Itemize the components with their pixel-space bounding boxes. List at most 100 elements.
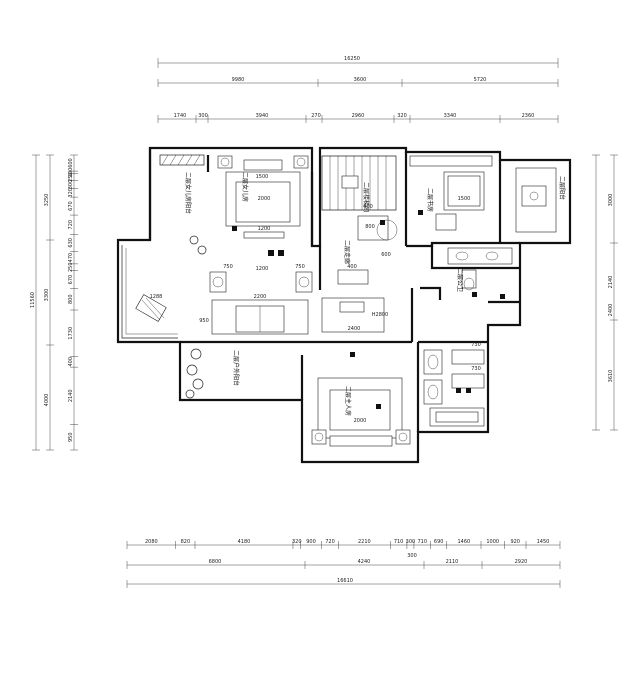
dim-left-total: 11560: [30, 292, 36, 308]
room-study: 二层书房: [426, 188, 434, 212]
dim-left-outer-3: 4000: [44, 394, 50, 407]
dim-bottom-detail-4: 900: [306, 539, 316, 545]
dim-left-inner-5: 670: [68, 201, 74, 211]
dim-top-d5: 2960: [352, 113, 365, 119]
chair-w-a: 750: [223, 264, 233, 270]
dim-top-d1: 1740: [174, 113, 187, 119]
dim-left-inner-6: 720: [68, 220, 74, 230]
dim-600a: 600: [381, 252, 391, 258]
dim-left-inner-3: 300: [68, 180, 74, 190]
master-bed: 2000: [311, 377, 411, 447]
plants: [185, 235, 207, 399]
room-daughter-balcony: 二层女儿房阳台: [184, 172, 192, 214]
dim-top-d2: 300: [198, 113, 208, 119]
exterior-walls: [116, 146, 572, 464]
cabinet-width-b: 2400: [348, 326, 361, 332]
dim-top-total: 16250: [344, 56, 360, 62]
dim-bottom-detail-5: 720: [325, 539, 335, 545]
dim-left-inner-1: 100: [68, 168, 74, 178]
dim-bottom-detail-11: 1460: [458, 539, 471, 545]
dim-bottom-detail-7: 710: [394, 539, 404, 545]
dim-bottom-detail-3: 320: [292, 539, 302, 545]
master-bath-fixtures: 730 730: [423, 342, 485, 427]
room-stair: 二层楼梯间: [362, 182, 370, 212]
staircase: [329, 156, 387, 210]
dim-left-inner-4: 320: [68, 188, 74, 198]
dim-top-d4: 270: [311, 113, 321, 119]
dim-left-inner-15: 950: [68, 432, 74, 442]
dim-left-inner-14: 2140: [68, 389, 74, 402]
room-public-bath: 二层公卫: [456, 268, 463, 292]
tv-width-b: 1200: [256, 266, 269, 272]
dim-top-d8: 2360: [522, 113, 535, 119]
dim-bottom-mid-5: 2920: [515, 559, 528, 565]
ceiling-height: H2800: [372, 312, 388, 318]
left-dimension-chain: 11560 3250 3300 4000 6001002503003206707…: [30, 154, 78, 451]
top-dimension-chain: 16250 9980 3600 5720 1740 300 3940 270 2…: [157, 56, 559, 123]
room-daughter-bed: 二层女儿房: [241, 172, 249, 202]
dim-left-inner-2: 250: [68, 172, 74, 182]
dim-top-d7: 3340: [444, 113, 457, 119]
dim-left-inner-7: 630: [68, 238, 74, 248]
cabinet-width-a: 2200: [254, 294, 267, 300]
dim-bottom-total: 16610: [337, 578, 353, 584]
room-sun-balcony: 二层户外阳台: [232, 350, 240, 386]
dim-bottom-detail-6: 2210: [358, 539, 371, 545]
master-bed-size: 2000: [354, 418, 367, 424]
dim-bottom-mid-2: 300: [407, 553, 417, 559]
study-furniture: 750 750 1200 2200 950: [199, 264, 313, 335]
balcony-railing: [121, 154, 205, 339]
public-bath-fixtures: [447, 247, 513, 291]
dim-400: 400: [347, 264, 357, 270]
dim-left-inner-0: 600: [68, 158, 74, 168]
room-labels: 二层女儿房 二层女儿房阳台 二层楼梯间 二层走廊 二层书房 二层阳台 二层公卫 …: [184, 172, 566, 416]
corridor-cabinet: 2400 400 800 600: [321, 215, 398, 333]
dim-top-mid-2: 3600: [354, 77, 367, 83]
dim-bottom-detail-0: 2080: [145, 539, 158, 545]
desk-w: 1500: [458, 196, 471, 202]
dim-left-inner-10: 670: [68, 275, 74, 285]
dim-bottom-detail-2: 4180: [238, 539, 251, 545]
dim-right-1: 3000: [608, 194, 614, 207]
study-room-furniture: 1500: [409, 155, 557, 233]
dim-top-mid-3: 5720: [474, 77, 487, 83]
bed-width-a: 1500: [256, 174, 269, 180]
dim-800: 800: [365, 224, 375, 230]
dim-top-mid-1: 9980: [232, 77, 245, 83]
dim-730b: 730: [471, 366, 481, 372]
room-master-bed: 二层主人房: [344, 386, 352, 416]
room-corridor: 二层走廊: [343, 240, 351, 264]
dim-bottom-detail-13: 920: [510, 539, 520, 545]
dim-950: 950: [199, 318, 209, 324]
dim-top-d3: 3940: [256, 113, 269, 119]
dim-bottom-detail-10: 690: [434, 539, 444, 545]
right-dimension-chain: 3000 2140 2400 3610: [592, 154, 618, 431]
dim-left-inner-13: 400: [68, 357, 74, 367]
dim-left-inner-8: 470: [68, 253, 74, 263]
room-study-balcony: 二层阳台: [558, 176, 566, 200]
section-markers: [232, 210, 505, 409]
lounge-chair: 1288: [135, 294, 167, 322]
dim-bottom-mid-4: 2110: [446, 559, 459, 565]
lounge-size: 1288: [150, 294, 163, 300]
dim-bottom-mid-1: 6800: [209, 559, 222, 565]
dim-bottom-detail-1: 820: [181, 539, 191, 545]
dim-bottom-detail-9: 710: [417, 539, 427, 545]
dim-right-2: 2140: [608, 276, 614, 289]
dim-left-outer-1: 3250: [44, 194, 50, 207]
dim-730a: 730: [471, 342, 481, 348]
bed-length-a: 2000: [258, 196, 271, 202]
dim-top-d6: 320: [397, 113, 407, 119]
dim-left-inner-12: 1730: [68, 327, 74, 340]
chair-w-b: 750: [295, 264, 305, 270]
dim-bottom-detail-8: 300: [406, 539, 416, 545]
tv-width-a: 1200: [258, 226, 271, 232]
dim-left-inner-11: 800: [68, 295, 74, 305]
dim-bottom-mid-3: 4240: [358, 559, 371, 565]
dim-left-inner-9: 250: [68, 262, 74, 272]
dim-right-3: 2400: [608, 304, 614, 317]
dim-bottom-detail-12: 1000: [486, 539, 499, 545]
dim-right-4: 3610: [608, 370, 614, 383]
